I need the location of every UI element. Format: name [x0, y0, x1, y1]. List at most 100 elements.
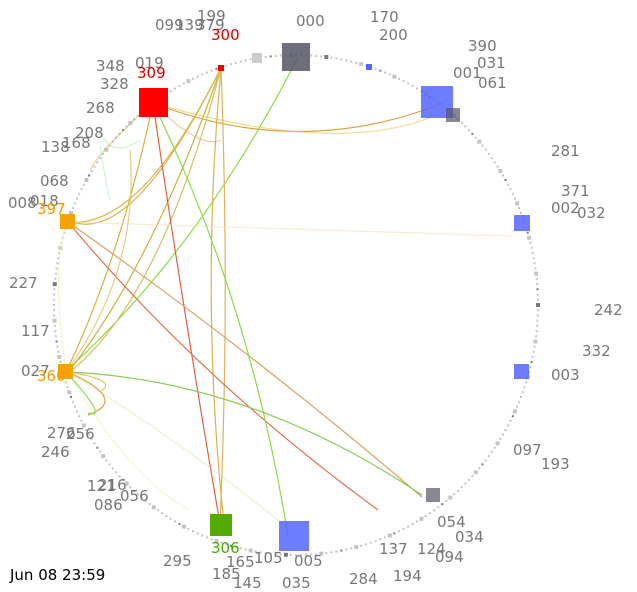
ring-dot: [527, 235, 532, 240]
ring-dot: [509, 419, 512, 422]
ring-dot: [53, 288, 56, 291]
label-306: 306: [211, 539, 240, 557]
ring-dot: [133, 489, 136, 492]
ring-dot: [259, 551, 262, 554]
label-360: 360: [37, 367, 66, 385]
ring-dot: [411, 523, 414, 526]
label-099: 099: [155, 16, 184, 34]
ring-dot: [56, 262, 59, 265]
label-328: 328: [100, 75, 129, 93]
label-121: 121: [87, 477, 116, 495]
label-268: 268: [86, 99, 115, 117]
ring-dot: [453, 493, 456, 496]
ring-dot: [513, 409, 517, 414]
label-348: 348: [96, 57, 125, 75]
label-117: 117: [21, 322, 50, 340]
ring-dot: [64, 381, 67, 384]
ring-dot: [151, 505, 156, 510]
ring-dot: [201, 73, 204, 76]
ring-dot: [493, 161, 496, 164]
ring-dot: [460, 486, 463, 489]
ring-dot: [364, 64, 367, 67]
ring-dot: [509, 188, 512, 191]
ring-dot: [498, 169, 503, 173]
ring-dot: [56, 345, 59, 348]
ring-dot: [533, 345, 536, 348]
label-276: 276: [47, 424, 76, 442]
node-small-c: [446, 108, 460, 122]
ring-dot: [536, 283, 539, 286]
ring-dot: [53, 293, 56, 296]
label-002: 002: [551, 199, 580, 217]
ring-dot: [507, 424, 510, 427]
ring-dot: [445, 499, 448, 502]
ring-dot: [507, 183, 510, 186]
ring-dot: [169, 90, 172, 93]
ring-dot: [502, 433, 504, 436]
ring-dot: [178, 523, 181, 526]
ring-dot: [369, 541, 372, 544]
ring-dot: [393, 532, 396, 535]
ring-dot: [192, 77, 194, 80]
ring-dot: [424, 515, 427, 518]
ring-dot: [456, 489, 459, 492]
ring-dot: [441, 503, 444, 506]
ring-dot: [536, 293, 539, 296]
node-small-a: [252, 53, 262, 63]
ring-dot: [69, 211, 73, 215]
ring-dot: [54, 335, 57, 338]
link: [67, 67, 222, 373]
label-003: 003: [551, 366, 580, 384]
label-193: 193: [541, 455, 570, 473]
ring-dot: [504, 179, 507, 181]
ring-dot: [526, 231, 529, 234]
timestamp: Jun 08 23:59: [10, 566, 106, 584]
ring-dot: [229, 63, 232, 66]
ring-dot: [428, 512, 431, 515]
ring-dot: [528, 371, 531, 374]
link: [65, 102, 154, 373]
ring-dot: [520, 396, 522, 398]
link: [67, 67, 222, 223]
ring-dot: [93, 165, 96, 168]
ring-dot: [67, 390, 72, 395]
ring-dot: [96, 161, 99, 164]
label-032: 032: [577, 204, 606, 222]
ring-dot: [264, 56, 267, 58]
ring-dot: [411, 84, 414, 87]
nodes: [58, 43, 530, 551]
ring-dot: [105, 459, 108, 462]
ring-dot: [248, 548, 253, 553]
ring-dot: [345, 59, 348, 62]
label-019: 019: [135, 54, 164, 72]
ring-dot: [535, 330, 538, 333]
label-035: 035: [282, 574, 311, 592]
ring-dot: [178, 84, 181, 87]
ring-dot: [58, 252, 61, 254]
ring-dot: [520, 212, 522, 214]
ring-dot: [57, 355, 62, 359]
ring-dot: [55, 340, 58, 343]
ring-dot: [220, 541, 223, 544]
ring-dot: [82, 183, 85, 186]
ring-dot: [464, 482, 467, 485]
ring-dot: [136, 114, 139, 117]
ring-dot: [196, 532, 199, 535]
ring-dot: [374, 67, 377, 70]
ring-dot: [70, 396, 72, 398]
ring-dot: [481, 463, 484, 466]
ring-dot: [305, 553, 308, 556]
ring-dot: [274, 553, 277, 556]
label-086: 086: [94, 496, 123, 514]
ring-dot: [416, 520, 418, 523]
ring-dot: [181, 524, 186, 529]
ring-dot: [529, 366, 532, 369]
ring-dot: [52, 282, 57, 287]
ring-dot: [345, 548, 348, 551]
ring-dot: [128, 120, 133, 125]
ring-dot: [534, 271, 539, 276]
label-309: 309: [137, 64, 166, 82]
ring-dot: [516, 405, 519, 408]
label-397: 397: [37, 200, 66, 218]
ring-dot: [102, 152, 105, 155]
